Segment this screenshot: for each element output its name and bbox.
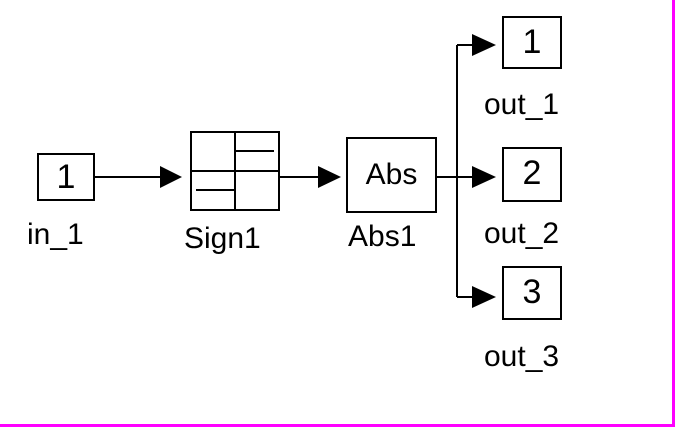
outport-number: 1 <box>522 23 542 61</box>
arrow-head-icon <box>160 166 182 188</box>
outport-block-out3[interactable]: 3 <box>502 266 562 320</box>
sign-block[interactable] <box>190 131 280 211</box>
abs-block[interactable]: Abs <box>346 137 437 213</box>
inport-block-in1[interactable]: 1 <box>37 153 95 201</box>
outport-block-out2[interactable]: 2 <box>502 147 562 202</box>
arrow-head-icon <box>472 166 496 188</box>
outport-number: 3 <box>522 273 542 311</box>
outport-label: out_1 <box>484 88 560 121</box>
arrow-head-icon <box>472 34 496 56</box>
inport-number: 1 <box>56 158 76 196</box>
outport-number: 2 <box>522 154 542 192</box>
outport-label: out_2 <box>484 217 560 250</box>
abs-block-text: Abs <box>365 158 418 191</box>
arrow-head-icon <box>472 286 496 308</box>
outport-block-out1[interactable]: 1 <box>502 16 562 69</box>
inport-label: in_1 <box>27 218 84 251</box>
arrow-head-icon <box>318 166 341 188</box>
outport-label: out_3 <box>484 340 560 373</box>
sign-function-icon <box>192 133 278 209</box>
sign-block-label: Sign1 <box>184 222 261 255</box>
abs-block-label: Abs1 <box>348 220 417 253</box>
